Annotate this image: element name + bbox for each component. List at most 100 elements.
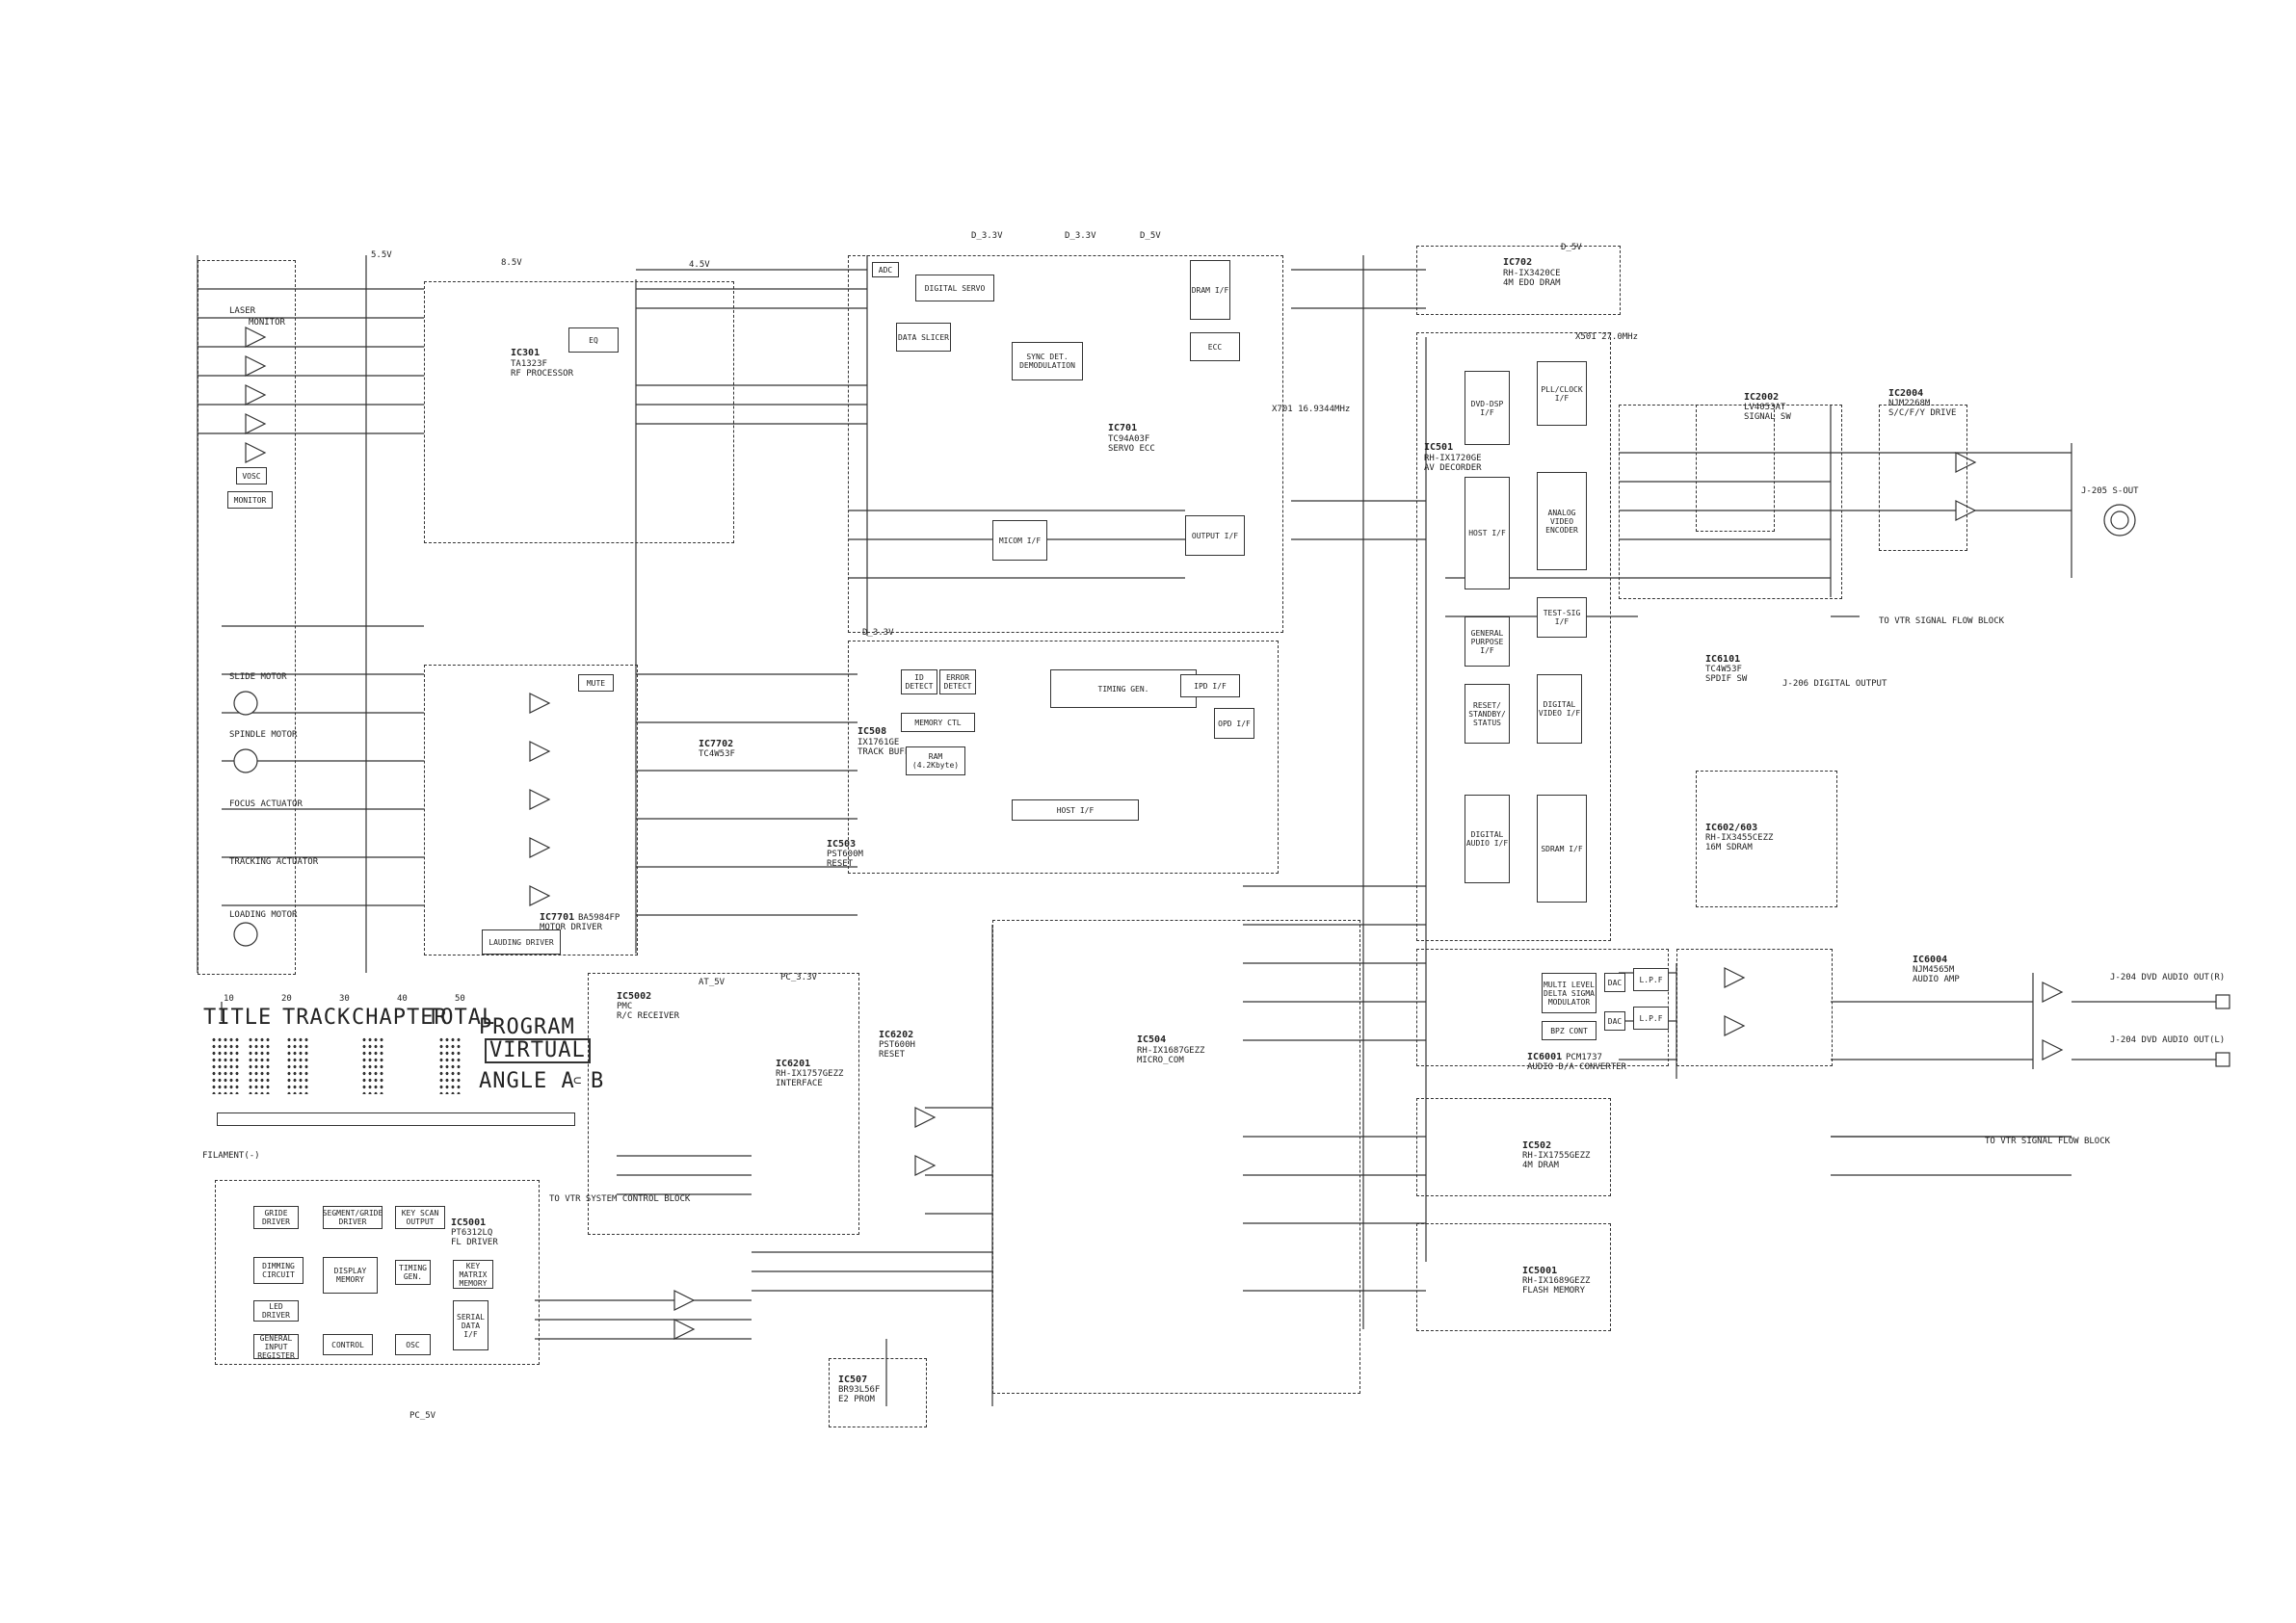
audio-amp-block bbox=[1676, 949, 1833, 1066]
fl-col-30: 30 bbox=[339, 994, 350, 1004]
supply-d33v-2: D_3.3V bbox=[1065, 231, 1096, 241]
ecc-block: ECC bbox=[1190, 332, 1240, 361]
analog-video-encoder-block: ANALOG VIDEO ENCODER bbox=[1537, 472, 1587, 570]
audio-out-r-label: J-204 DVD AUDIO OUT(R) bbox=[2110, 973, 2226, 982]
ic2004-part: NJM2268M bbox=[1888, 399, 1931, 408]
timing-gen-fl-block: TIMING GEN. bbox=[395, 1260, 431, 1285]
supply-d33v-3: D_3.3V bbox=[862, 628, 894, 638]
focus-actuator-label: FOCUS ACTUATOR bbox=[229, 799, 303, 809]
ic5002-ref: IC5002 bbox=[617, 991, 652, 1002]
dac-l-block: DAC bbox=[1604, 1011, 1625, 1031]
supply-pc5v: PC_5V bbox=[409, 1411, 436, 1421]
fl-dot-matrix-3 bbox=[286, 1036, 309, 1094]
ic602-part: RH-IX3455CEZZ bbox=[1705, 833, 1774, 843]
ic702-ref: IC702 bbox=[1503, 257, 1533, 268]
ic6101-ref: IC6101 bbox=[1705, 654, 1741, 665]
ic507-desc: E2 PROM bbox=[838, 1395, 875, 1404]
ic602-desc: 16M SDRAM bbox=[1705, 843, 1753, 852]
ic701-part: TC94A03F bbox=[1108, 434, 1150, 444]
fl-virtual-label: VIRTUAL bbox=[485, 1038, 591, 1063]
ic301-desc: RF PROCESSOR bbox=[511, 369, 574, 379]
vtr-signal-note-2: TO VTR SIGNAL FLOW BLOCK bbox=[1985, 1137, 2111, 1146]
ic6201-part: RH-IX1757GEZZ bbox=[776, 1069, 844, 1079]
multi-level-modulator-block: MULTI LEVEL DELTA SIGMA MODULATOR bbox=[1542, 973, 1597, 1013]
supply-at5v: AT_5V bbox=[699, 978, 726, 987]
reset-standby-block: RESET/ STANDBY/ STATUS bbox=[1465, 684, 1510, 744]
dimming-circuit-block: DIMMING CIRCUIT bbox=[253, 1257, 303, 1284]
eq-block: EQ bbox=[568, 327, 619, 353]
ic6201-ref: IC6201 bbox=[776, 1059, 811, 1069]
control-block: CONTROL bbox=[323, 1334, 373, 1355]
ic701-servo-block bbox=[848, 255, 1283, 633]
ic2002-desc: SIGNAL SW bbox=[1744, 412, 1791, 422]
fl-col-20: 20 bbox=[281, 994, 292, 1004]
x701-label: X701 16.9344MHz bbox=[1272, 405, 1351, 414]
ic2002-ref: IC2002 bbox=[1744, 392, 1780, 403]
fl-chapter-label: CHAPTER bbox=[352, 1006, 448, 1030]
ic508-ref: IC508 bbox=[858, 726, 887, 737]
ic5001-flash-block bbox=[1416, 1223, 1611, 1331]
ic2004-block bbox=[1879, 405, 1967, 551]
error-detect-block: ERROR DETECT bbox=[939, 669, 976, 694]
x501-label: X501 27.0MHz bbox=[1575, 332, 1639, 342]
tracking-actuator-label: TRACKING ACTUATOR bbox=[229, 857, 319, 867]
vtr-system-note: TO VTR SYSTEM CONTROL BLOCK bbox=[549, 1194, 691, 1204]
ic504-ref: IC504 bbox=[1137, 1034, 1167, 1045]
sdram-block bbox=[1696, 771, 1837, 907]
ic503-part: PST600M bbox=[827, 850, 863, 859]
ic5001b-part: RH-IX1689GEZZ bbox=[1522, 1276, 1591, 1286]
ic702-part: RH-IX3420CE bbox=[1503, 269, 1561, 278]
ic6202-ref: IC6202 bbox=[879, 1030, 914, 1040]
ic507-part: BR93L56F bbox=[838, 1385, 881, 1395]
ic501-part: RH-IX1720GE bbox=[1424, 454, 1482, 463]
ic507-block bbox=[829, 1358, 927, 1427]
sdram-if-block: SDRAM I/F bbox=[1537, 795, 1587, 903]
ic301-rf-block bbox=[424, 281, 734, 543]
ic602-ref: IC602/603 bbox=[1705, 823, 1758, 833]
timing-gen-block: TIMING GEN. bbox=[1050, 669, 1197, 708]
ic2004-desc: S/C/F/Y DRIVE bbox=[1888, 408, 1957, 418]
ic6202-desc: RESET bbox=[879, 1050, 906, 1060]
micom-if-block: MICOM I/F bbox=[992, 520, 1047, 561]
ic6004-ref: IC6004 bbox=[1913, 955, 1948, 965]
interface-block bbox=[588, 973, 859, 1235]
supply-4-5v: 4.5V bbox=[689, 260, 710, 270]
ic702-dram-block bbox=[1416, 246, 1621, 315]
general-purpose-block: GENERAL PURPOSE I/F bbox=[1465, 616, 1510, 667]
ic5002-desc: R/C RECEIVER bbox=[617, 1011, 680, 1021]
dac-r-block: DAC bbox=[1604, 973, 1625, 992]
fl-track-label: TRACK bbox=[282, 1006, 352, 1030]
fl-col-50: 50 bbox=[455, 994, 465, 1004]
data-slicer-block: DATA SLICER bbox=[896, 323, 951, 352]
ic6004-desc: AUDIO AMP bbox=[1913, 975, 1960, 984]
ic507-ref: IC507 bbox=[838, 1374, 868, 1385]
ic503-ref: IC503 bbox=[827, 839, 857, 850]
led-driver-block: LED DRIVER bbox=[253, 1300, 299, 1322]
fl-col-40: 40 bbox=[397, 994, 408, 1004]
micom-block bbox=[992, 920, 1360, 1394]
ic508-desc: TRACK BUFFER I/F bbox=[858, 747, 941, 757]
supply-d5v-2: D_5V bbox=[1561, 243, 1582, 252]
motor-driver-block bbox=[424, 665, 638, 955]
ic501-ref: IC501 bbox=[1424, 442, 1454, 453]
ic6001-desc: AUDIO D/A CONVERTER bbox=[1527, 1062, 1626, 1072]
memory-ctl-block: MEMORY CTL bbox=[901, 713, 975, 732]
ic702-desc: 4M EDO DRAM bbox=[1503, 278, 1561, 288]
fl-dot-matrix-2 bbox=[248, 1036, 271, 1094]
ipd-if-block: IPD I/F bbox=[1180, 674, 1240, 697]
digital-video-block: DIGITAL VIDEO I/F bbox=[1537, 674, 1582, 744]
ic5001b-desc: FLASH MEMORY bbox=[1522, 1286, 1586, 1296]
bpz-cont-block: BPZ CONT bbox=[1542, 1021, 1597, 1040]
ic5001-ref: IC5001 bbox=[451, 1217, 487, 1228]
ic502-block bbox=[1416, 1098, 1611, 1196]
adc-block: ADC bbox=[872, 262, 899, 277]
ic6202-part: PST600H bbox=[879, 1040, 915, 1050]
supply-pc33v: PC_3.3V bbox=[780, 973, 817, 982]
ic6101-desc: SPDIF SW bbox=[1705, 674, 1748, 684]
ic7702-ref: IC7702 bbox=[699, 739, 734, 749]
supply-8-5v: 8.5V bbox=[501, 258, 522, 268]
output-if-block: OUTPUT I/F bbox=[1185, 515, 1245, 556]
ic701-desc: SERVO ECC bbox=[1108, 444, 1155, 454]
